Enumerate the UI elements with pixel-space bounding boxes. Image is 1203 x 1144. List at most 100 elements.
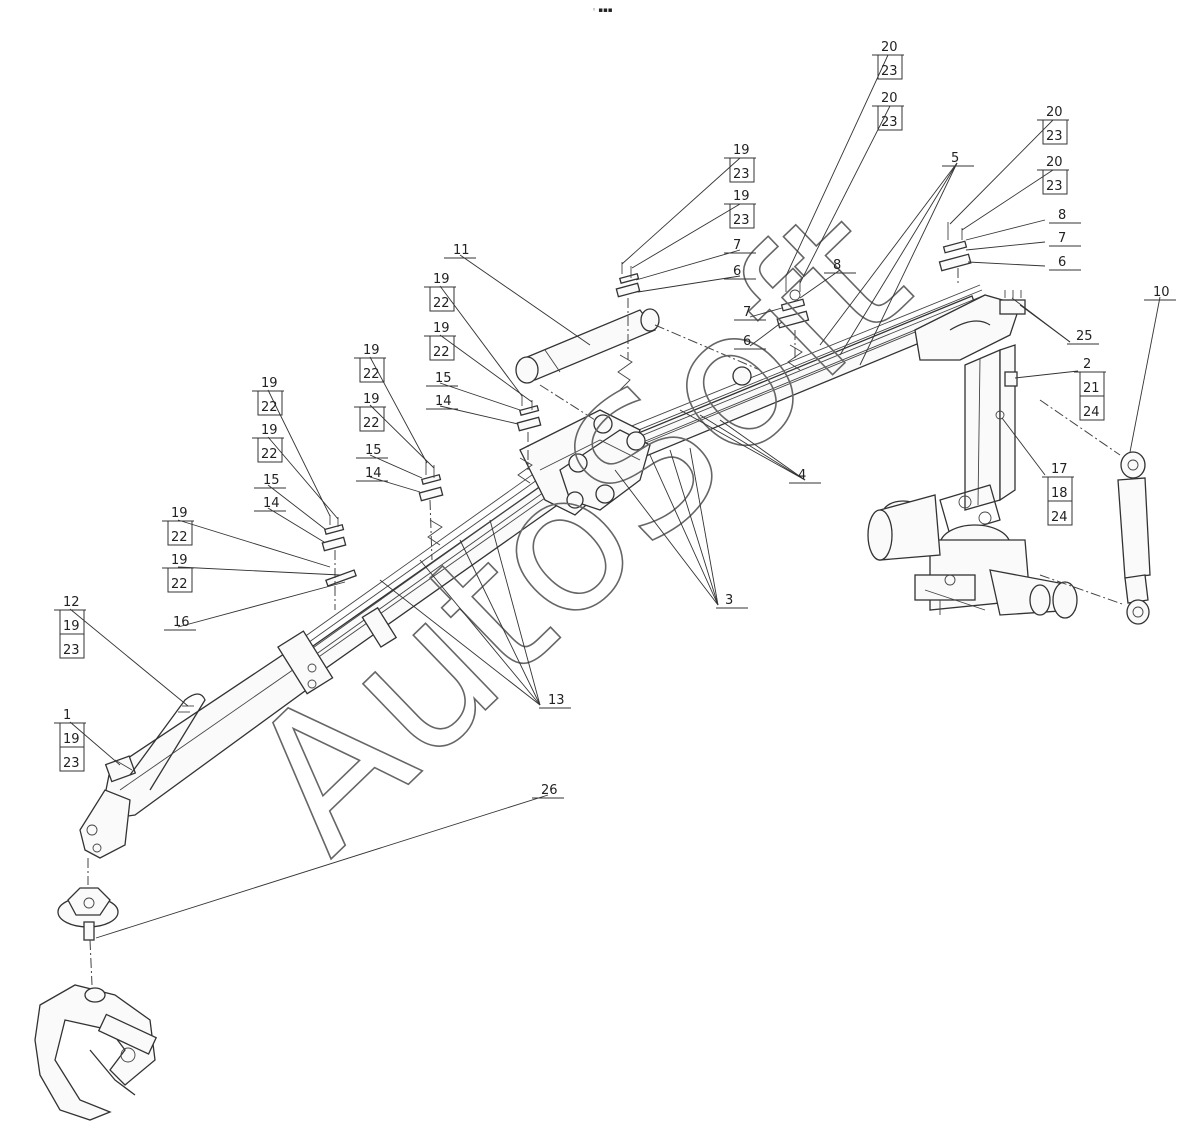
callout-c-16: 16: [164, 615, 196, 631]
callout-number: 24: [1083, 405, 1100, 420]
callout-c-6m: 6: [734, 334, 766, 350]
callout-c-2: 2 21 24: [1074, 357, 1106, 421]
callout-number: 15: [435, 371, 452, 386]
callout-number: 20: [1046, 105, 1063, 120]
callout-number: 23: [733, 213, 750, 228]
callout-number: 23: [733, 167, 750, 182]
callout-c-14m: 14: [426, 394, 458, 410]
callout-number: 4: [798, 468, 806, 483]
callout-c-15m: 15: [426, 371, 458, 387]
callout-number: 23: [1046, 129, 1063, 144]
callout-number: 19: [363, 392, 380, 407]
grapple: [34, 984, 158, 1121]
callout-number: 11: [453, 243, 470, 258]
column-section: [914, 290, 1026, 536]
boom-tip: [79, 693, 206, 859]
callout-number: 23: [1046, 179, 1063, 194]
callout-number: 7: [743, 305, 751, 320]
callout-number: 20: [881, 91, 898, 106]
callout-number: 19: [433, 321, 450, 336]
knuckle-joint: [519, 366, 752, 516]
callout-box: [1079, 395, 1105, 421]
callout-number: 6: [743, 334, 751, 349]
callout-number: 19: [171, 553, 188, 568]
callout-number: 22: [261, 447, 278, 462]
callout-c-7m: 7: [734, 305, 766, 321]
callout-c-14n: 14: [356, 466, 388, 482]
boom-extension: [99, 606, 398, 821]
callout-box: [59, 633, 85, 659]
callout-c-15l: 15: [254, 473, 286, 489]
callout-number: 3: [725, 593, 733, 608]
callout-number: 22: [363, 416, 380, 431]
callout-number: 21: [1083, 381, 1100, 396]
callout-number: 22: [171, 577, 188, 592]
callout-c-10: 10: [1144, 285, 1176, 301]
crane-drawing: [34, 222, 1151, 1121]
callout-c-3: 3: [716, 593, 748, 609]
callout-number: 7: [733, 238, 741, 253]
callout-number: 22: [433, 296, 450, 311]
callout-number: 10: [1153, 285, 1170, 300]
callout-number: 8: [833, 258, 841, 273]
callout-c-7r: 7: [1049, 231, 1081, 247]
callout-number: 23: [63, 756, 80, 771]
callout-number: 15: [263, 473, 280, 488]
callout-number: 14: [365, 466, 382, 481]
callout-c-7t: 7: [724, 238, 756, 254]
callout-number: 23: [881, 64, 898, 79]
crane-base: [867, 494, 1078, 619]
cylinder-11: [515, 308, 761, 421]
callout-number: 22: [363, 367, 380, 382]
callout-number: 14: [263, 496, 280, 511]
callout-number: 26: [541, 783, 558, 798]
callout-c-11: 11: [444, 243, 476, 259]
callout-c-6t: 6: [724, 264, 756, 280]
callout-number: 19: [63, 732, 80, 747]
callout-number: 20: [881, 40, 898, 55]
callout-number: 12: [63, 595, 80, 610]
callout-box: [1047, 500, 1073, 526]
callout-number: 22: [433, 345, 450, 360]
callout-number: 24: [1051, 510, 1068, 525]
callout-c-25: 25: [1067, 329, 1099, 345]
callout-number: 19: [733, 189, 750, 204]
callout-number: 22: [261, 400, 278, 415]
fastener-clusters: [321, 222, 972, 610]
callout-c-14l: 14: [254, 496, 286, 512]
callout-number: 8: [1058, 208, 1066, 223]
callout-number: 19: [733, 143, 750, 158]
callout-number: 18: [1051, 486, 1068, 501]
watermark: AutoSoft: [207, 166, 949, 893]
callout-number: 1: [63, 708, 71, 723]
callout-number: 13: [548, 693, 565, 708]
break-lines: [427, 344, 803, 546]
callout-number: 19: [63, 619, 80, 634]
callout-number: 23: [881, 115, 898, 130]
callout-number: 6: [733, 264, 741, 279]
callout-number: 16: [173, 615, 190, 630]
top-mark: ◦ ▪▪▪: [592, 6, 613, 14]
callout-number: 6: [1058, 255, 1066, 270]
callout-c-8m: 8: [824, 258, 856, 274]
callout-c-13: 13: [539, 693, 571, 709]
callout-c-26: 26: [532, 783, 564, 799]
callout-number: 17: [1051, 462, 1068, 477]
callout-number: 2: [1083, 357, 1091, 372]
callout-number: 15: [365, 443, 382, 458]
